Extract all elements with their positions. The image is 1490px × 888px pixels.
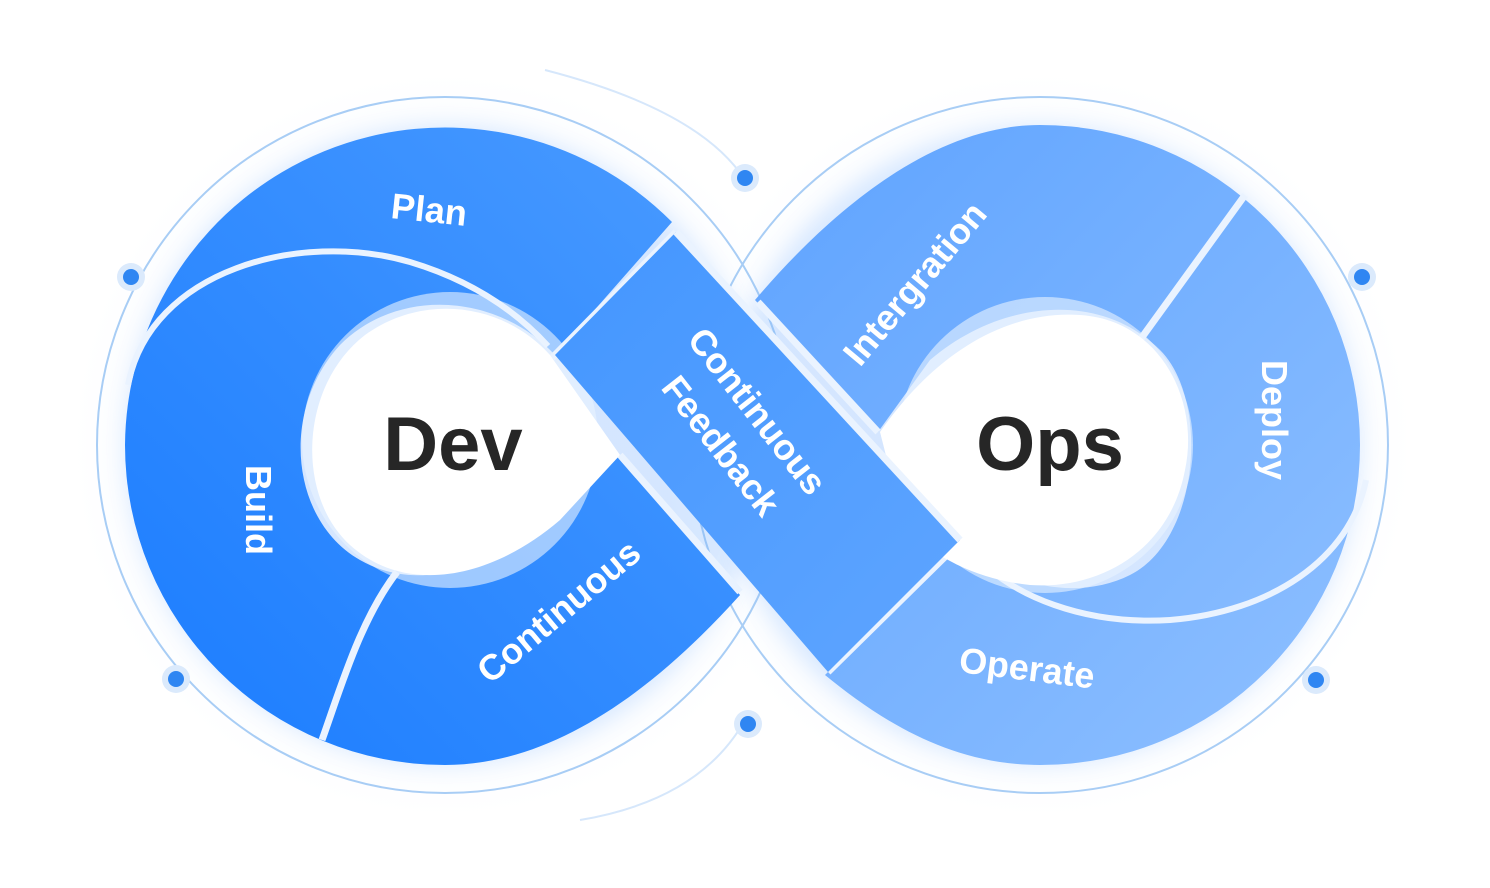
node-dot: [1302, 666, 1330, 694]
label-deploy: Deploy: [1254, 360, 1295, 480]
node-dot: [734, 710, 762, 738]
ops-separator-operate: [825, 537, 965, 675]
node-dot: [162, 665, 190, 693]
top-arc: [544, 69, 746, 181]
hub-label-dev: Dev: [383, 402, 522, 487]
ops-separator-top: [755, 299, 881, 435]
feedback-band-shape: [555, 232, 960, 672]
ops-hub: [880, 314, 1189, 586]
bottom-arc: [579, 719, 746, 821]
label-build: Build: [238, 465, 279, 555]
dev-separator-continuous: [617, 452, 743, 595]
label-plan: Plan: [389, 185, 469, 234]
dev-lobe: [125, 125, 765, 765]
node-dot: [1348, 263, 1376, 291]
node-dot: [117, 263, 145, 291]
ops-separator-integration: [1137, 192, 1248, 343]
ring-nodes: [117, 164, 1376, 738]
dev-separator-plan: [549, 229, 679, 361]
node-dot: [731, 164, 759, 192]
dev-hub: [312, 308, 620, 576]
dev-ring-shape: [125, 127, 740, 765]
feedback-band: [555, 229, 963, 672]
ops-ring-shape: [755, 125, 1360, 765]
dev-separator-build: [318, 569, 400, 742]
hub-label-ops: Ops: [976, 402, 1124, 487]
